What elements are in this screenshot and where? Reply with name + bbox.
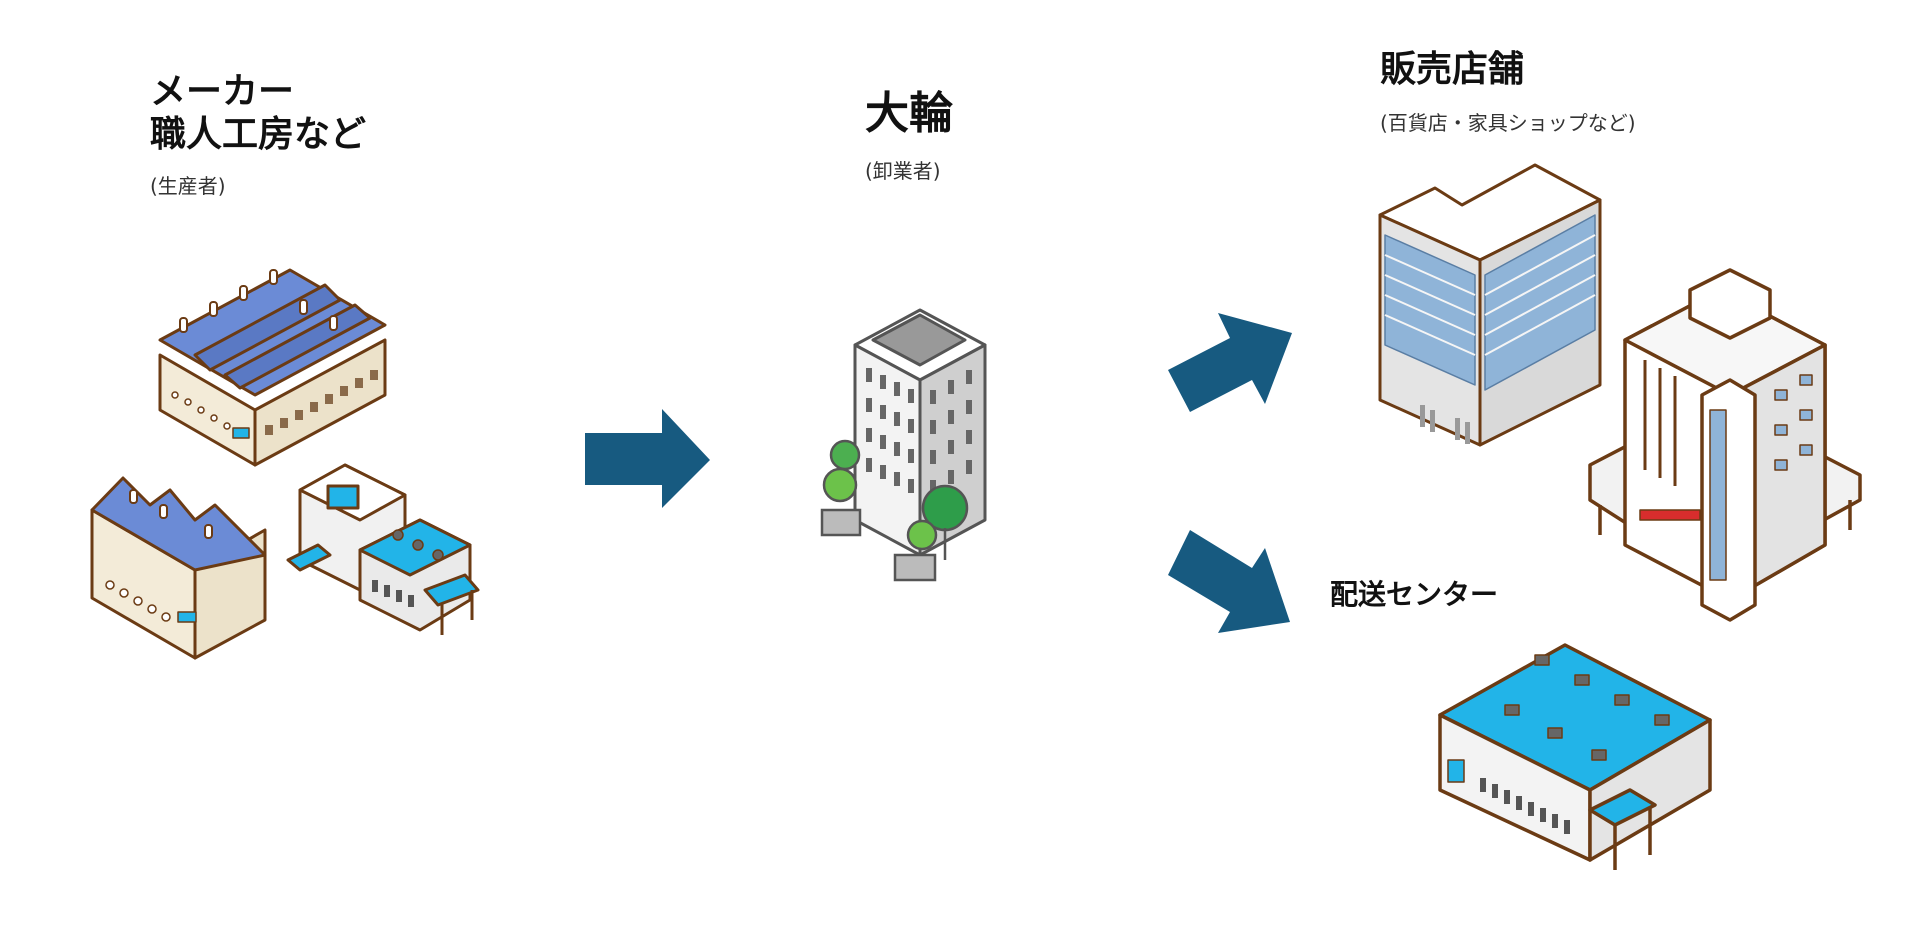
distribution-center-icon <box>1438 643 1712 870</box>
maker-label: メーカー 職人工房など (生産者) <box>150 70 366 199</box>
wholesale-label: 大輪 (卸業者) <box>865 88 953 184</box>
maker-title: メーカー 職人工房など <box>150 70 366 156</box>
department-store-icon <box>1378 163 1602 447</box>
maker-subtitle: (生産者) <box>150 174 226 199</box>
distribution-title: 配送センター <box>1330 578 1499 611</box>
maker-title-line1: メーカー <box>150 71 295 112</box>
factory-icon <box>158 268 387 467</box>
wholesale-subtitle: (卸業者) <box>865 158 941 183</box>
plant-icon <box>286 463 480 635</box>
arrow-down-right <box>1168 530 1290 633</box>
arrow-up-right <box>1168 313 1292 412</box>
store-subtitle: (百貨店・家具ショップなど) <box>1380 111 1636 136</box>
tree-icon <box>820 439 969 582</box>
distribution-label: 配送センター <box>1330 578 1498 612</box>
arrow-right <box>585 409 710 508</box>
wholesale-title: 大輪 <box>865 88 953 139</box>
maker-title-line2: 職人工房など <box>150 114 367 156</box>
store-label: 販売店舗 (百貨店・家具ショップなど) <box>1380 48 1636 136</box>
workshop-icon <box>90 476 267 660</box>
store-title: 販売店舗 <box>1380 49 1525 90</box>
office-building-icon <box>853 308 987 557</box>
shop-building-icon <box>1588 268 1862 622</box>
